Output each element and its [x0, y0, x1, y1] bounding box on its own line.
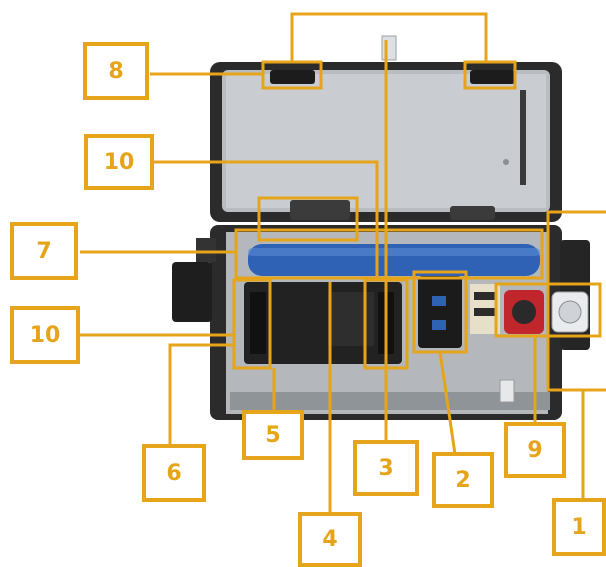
connector-blue-bottom — [432, 320, 446, 330]
lid-hinge-right — [450, 206, 495, 220]
lid-latch-right — [470, 70, 515, 84]
callout-7: 7 — [10, 222, 78, 280]
lid-latch-left — [270, 70, 315, 84]
callout-8: 8 — [83, 42, 149, 100]
callout-9: 9 — [504, 422, 566, 478]
lid-hinge-left — [290, 200, 350, 220]
cable-gland-left — [172, 262, 212, 322]
terminal-screw-1 — [474, 292, 496, 300]
callout-10-left: 10 — [10, 306, 80, 364]
frame-1 — [546, 210, 606, 392]
frame-10-left — [232, 278, 272, 370]
base-label-tab — [499, 379, 515, 403]
frame-10-top — [257, 196, 359, 242]
terminal-screw-2 — [474, 308, 496, 316]
callout-3: 3 — [353, 440, 419, 496]
frame-7 — [234, 228, 544, 280]
red-connector-socket — [512, 300, 536, 324]
connector-block — [418, 276, 462, 348]
leader-10-top — [153, 160, 379, 280]
frame-8-right — [463, 60, 517, 90]
module-label-area — [328, 292, 374, 346]
connector-blue-top — [432, 296, 446, 306]
callout-1: 1 — [552, 498, 606, 556]
leader-8-bracket — [290, 12, 488, 62]
callout-10-top: 10 — [84, 134, 154, 190]
module-terminal-left — [250, 292, 266, 354]
lid-screw — [503, 159, 509, 165]
leader-2 — [438, 351, 457, 455]
lid-slot — [520, 90, 526, 185]
base-mount-tab-left — [196, 238, 216, 262]
callout-5: 5 — [242, 410, 304, 460]
din-rail — [230, 392, 550, 410]
callout-4: 4 — [298, 512, 362, 567]
battery-tube-highlight — [248, 248, 540, 256]
lid-tab — [381, 35, 397, 61]
callout-6: 6 — [142, 444, 206, 502]
callout-2: 2 — [432, 452, 494, 508]
side-plug-face — [558, 300, 582, 324]
leader-6 — [168, 343, 234, 460]
